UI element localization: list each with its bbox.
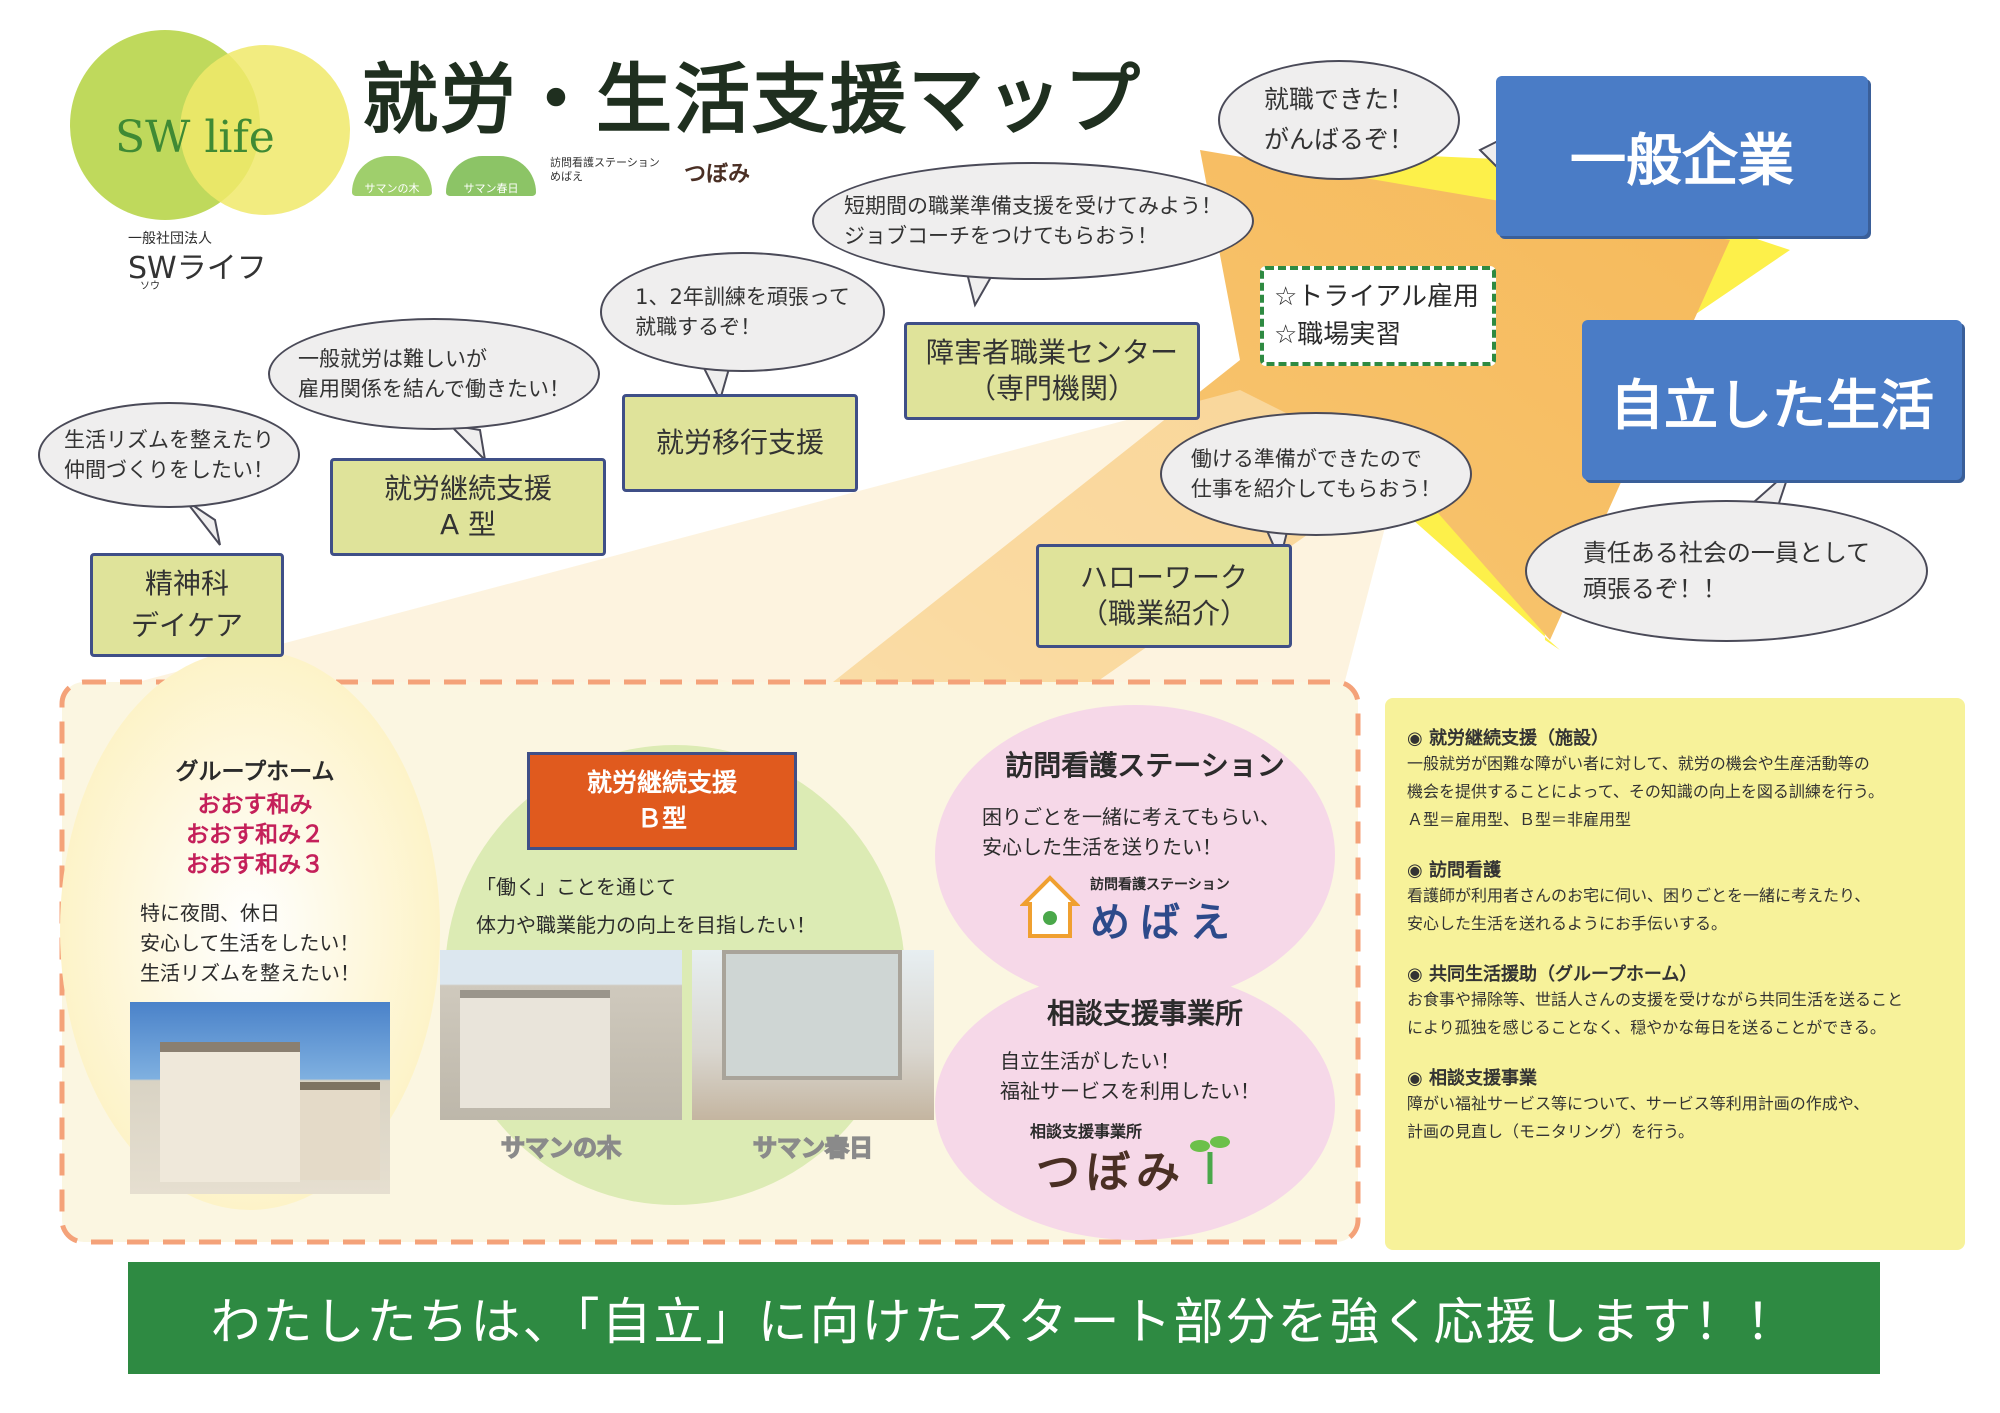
photo-caption: サマン春日 [752,1133,874,1163]
logo-ruby: ソウ [140,281,160,292]
consult-circle [935,970,1335,1240]
nursing-title: 訪問看護ステーション [1005,749,1285,782]
bottom-banner: わたしたちは、「自立」に向けたスタート部分を強く応援します！！ [128,1262,1880,1374]
brand-logo-saman-kasuga: サマン春日 [446,156,536,196]
goal-independent-life: 自立した生活 [1582,320,1962,480]
trial-item: ☆トライアル雇用 [1274,282,1480,312]
info-body: お食事や掃除等、世話人さんの支援を受けながら共同生活を送ること により孤独を感じ… [1407,990,1904,1037]
group-home-names: おおす和み おおす和み２ おおす和み３ [150,790,360,880]
sw-life-logo [70,30,350,220]
info-panel: ◉ 就労継続支援（施設） 一般就労が困難な障がい者に対して、就労の機会や生産活動… [1385,698,1965,1250]
service-transition: 就労移行支援 [622,394,858,492]
consult-desc: 自立生活がしたい！ 福祉サービスを利用したい！ [1000,1049,1260,1103]
logo-mark-text: SW life [115,112,275,163]
brand-logo-row: サマンの木 サマン春日 訪問看護ステーション めばえ つぼみ [352,152,812,200]
bubble-transition: 1、2年訓練を頑張って 就職するぞ！ [600,252,885,372]
group-home-title: グループホーム [175,759,335,785]
nursing-logo: 訪問看護ステーション めばえ [1020,874,1260,946]
brand-logo-mebae: 訪問看護ステーション めばえ [550,156,660,183]
bubble-support-a: 一般就労は難しいが 雇用関係を結んで働きたい！ [268,318,600,430]
goal-company: 一般企業 [1496,76,1868,236]
service-support-b: 就労継続支援 Ｂ型 [527,752,797,850]
nursing-desc: 困りごとを一緒に考えてもらい、 安心した生活を送りたい！ [982,805,1280,859]
bubble-independent: 責任ある社会の一員として 頑張るぞ！！ [1525,500,1928,642]
group-home-desc: 特に夜間、休日 安心して生活をしたい！ 生活リズムを整えたい！ [140,901,360,985]
info-heading: ◉ 就労継続支援（施設） [1407,728,1609,749]
group-home-name: おおす和み３ [186,852,324,878]
bubble-employed: 就職できた！ がんばるぞ！ [1218,60,1460,180]
brand-logo-saman-no-ki: サマンの木 [352,156,432,196]
support-b-photo-1 [440,950,682,1120]
info-heading: ◉ 相談支援事業 [1407,1068,1537,1089]
service-vocational-center: 障害者職業センター （専門機関） [904,322,1200,420]
info-body: 一般就労が困難な障がい者に対して、就労の機会や生産活動等の 機会を提供することに… [1407,754,1884,829]
logo-org-name: SWライフ [128,251,267,286]
info-body: 看護師が利用者さんのお宅に伺い、困りごとを一緒に考えたり、 安心した生活を送れる… [1407,886,1871,933]
support-b-desc: 「働く」ことを通じて 体力や職業能力の向上を目指したい！ [476,875,816,937]
service-support-a: 就労継続支援 A 型 [330,458,606,556]
sprout-icon [1190,1136,1230,1184]
logo-org-type: 一般社団法人 [128,231,212,247]
group-home-name: おおす和み２ [186,822,324,848]
bubble-hello-work: 働ける準備ができたので 仕事を紹介してもらおう！ [1160,412,1472,536]
photo-caption: サマンの木 [500,1133,622,1163]
info-body: 障がい福祉サービス等について、サービス等利用計画の作成や、 計画の見直し（モニタ… [1407,1094,1870,1141]
group-home-photo [130,1002,390,1194]
trial-box: ☆トライアル雇用 ☆職場実習 [1260,266,1496,366]
page-title: 就労・生活支援マップ [362,55,1142,144]
consult-title: 相談支援事業所 [1046,997,1243,1030]
service-psych-daycare: 精神科 デイケア [90,553,284,657]
trial-item: ☆職場実習 [1274,320,1402,350]
bubble-vocational: 短期間の職業準備支援を受けてみよう！ ジョブコーチをつけてもらおう！ [812,162,1254,280]
consult-logo: 相談支援事業所 つぼみ [1030,1118,1260,1198]
bubble-daycare: 生活リズムを整えたり 仲間づくりをしたい！ [38,402,300,508]
service-hello-work: ハローワーク （職業紹介） [1036,544,1292,648]
info-heading: ◉ 共同生活援助（グループホーム） [1407,964,1698,985]
info-heading: ◉ 訪問看護 [1407,860,1501,881]
support-b-photo-2 [692,950,934,1120]
brand-logo-tsubomi: つぼみ [684,162,751,187]
house-icon [1020,875,1080,938]
group-home-name: おおす和み [197,792,313,818]
